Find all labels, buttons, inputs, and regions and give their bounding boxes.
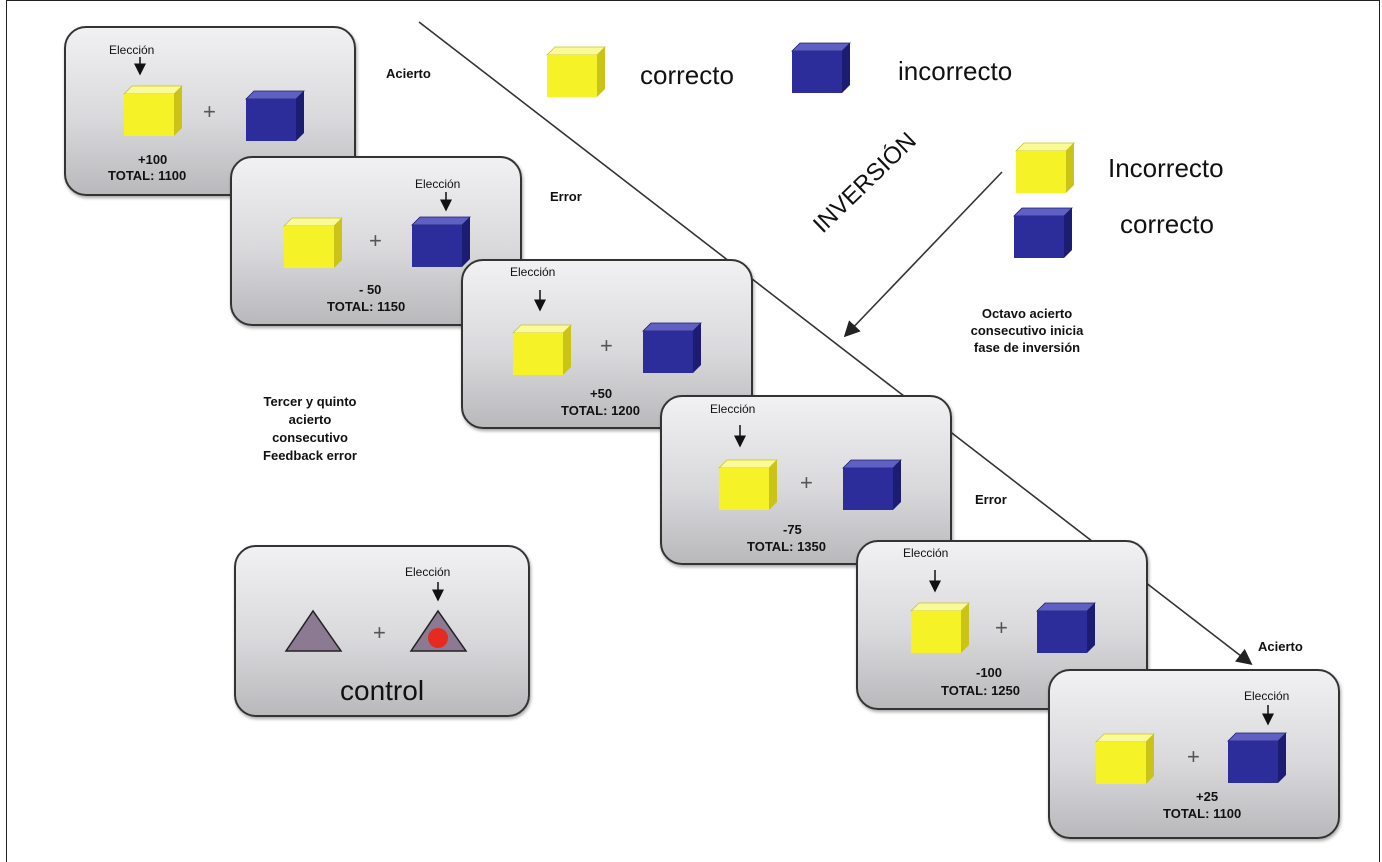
card4-outcome: Error (975, 492, 1007, 507)
reversal-correct-label: correcto (1120, 209, 1214, 239)
legend-blue-cube (791, 42, 851, 94)
note-left: Tercer y quinto acierto consecutivo Feed… (252, 393, 368, 465)
card6-choice-label: Elección (1244, 689, 1290, 703)
card3-total: TOTAL: 1200 (561, 403, 640, 418)
note-right-line1: Octavo acierto (981, 306, 1073, 321)
note-right-line2: consecutivo inicia (970, 323, 1084, 338)
legend-incorrect-label: incorrecto (898, 56, 1013, 86)
card2-yellow-cube (283, 217, 343, 269)
note-right: Octavo acierto consecutivo inicia fase d… (963, 305, 1091, 356)
card4-total: TOTAL: 1350 (747, 539, 826, 554)
control-plus: + (373, 620, 386, 645)
card6-total: TOTAL: 1100 (1163, 806, 1242, 821)
note-left-line1: Tercer y quinto (263, 394, 357, 409)
control-triangle-left (284, 609, 343, 652)
card3-plus: + (600, 333, 613, 358)
card3-blue-cube (642, 322, 702, 374)
card1-blue-cube (245, 90, 305, 142)
card6-plus: + (1187, 744, 1200, 769)
reversal-yellow-cube (1015, 142, 1075, 194)
note-left-line4: Feedback error (263, 448, 357, 463)
reversal-incorrect-label: Incorrecto (1108, 153, 1224, 183)
card4-yellow-cube (718, 459, 778, 511)
legend-correct-label: correcto (640, 60, 734, 90)
control-label: control (340, 675, 425, 706)
legend-yellow-cube (546, 46, 606, 98)
card2-total: TOTAL: 1150 (327, 299, 406, 314)
card6-blue-cube (1227, 732, 1287, 784)
card4-choice-label: Elección (710, 402, 756, 416)
card2-score: - 50 (359, 282, 382, 297)
card5-plus: + (995, 615, 1008, 640)
control-red-dot (428, 628, 448, 648)
control-card (234, 545, 530, 717)
card1-choice-label: Elección (109, 43, 155, 57)
card1-outcome: Acierto (386, 66, 431, 81)
card2-plus: + (369, 228, 382, 253)
card5-yellow-cube (910, 602, 970, 654)
note-left-line3: consecutivo (272, 430, 348, 445)
card4-score: -75 (783, 522, 802, 537)
card1-score: +100 (138, 152, 168, 167)
reversal-blue-cube (1013, 207, 1073, 259)
card3-choice-label: Elección (510, 265, 556, 279)
card2-blue-cube (411, 216, 471, 268)
card3-yellow-cube (512, 324, 572, 376)
card5-score: -100 (976, 665, 1003, 680)
control-choice-label: Elección (405, 565, 451, 579)
card6-outcome: Acierto (1258, 639, 1303, 654)
card4-blue-cube (842, 459, 902, 511)
card5-total: TOTAL: 1250 (941, 683, 1020, 698)
card1-total: TOTAL: 1100 (108, 168, 187, 183)
card1-plus: + (203, 99, 216, 124)
card6-yellow-cube (1095, 733, 1155, 785)
card6-score: +25 (1196, 789, 1219, 804)
trial-card-4 (660, 395, 952, 565)
card5-blue-cube (1036, 602, 1096, 654)
card3-score: +50 (590, 386, 613, 401)
card2-choice-label: Elección (415, 177, 461, 191)
figure-frame (6, 0, 1380, 862)
card5-choice-label: Elección (903, 546, 949, 560)
card2-outcome: Error (550, 189, 582, 204)
card4-plus: + (800, 470, 813, 495)
note-right-line3: fase de inversión (973, 340, 1081, 355)
inversion-arrow (843, 171, 1003, 338)
card1-yellow-cube (123, 85, 183, 137)
note-left-line2: acierto (288, 412, 332, 427)
